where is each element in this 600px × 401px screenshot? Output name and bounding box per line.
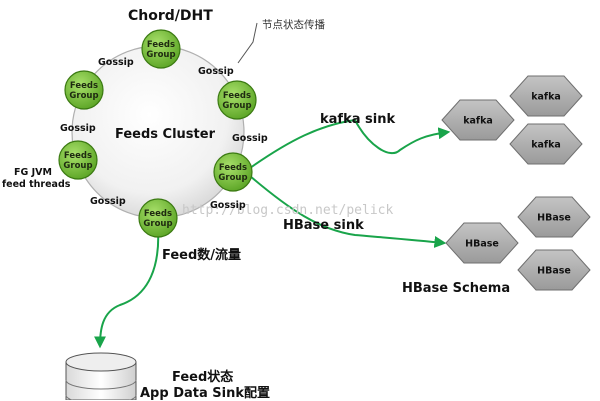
feed-metric-label: Feed数/流量 [162,248,242,263]
diagram-title: Chord/DHT [128,8,213,24]
cluster-label: Feeds Cluster [115,127,215,142]
kafka-cluster: kafka kafka kafka [441,75,583,165]
kafka-hexagon [509,123,583,165]
kafka-sink-label: kafka sink [320,112,396,127]
feeds-group-label-line2: Group [218,173,247,183]
feeds-group-label-line1: Feeds [147,40,175,50]
gossip-label-bottom-right: Gossip [210,200,246,211]
kafka-label: kafka [531,140,561,151]
hbase-hexagon [517,196,591,238]
feeds-group-circle [138,198,178,238]
storage-label-line1: Feed状态 [172,370,234,385]
storage-arrow [94,227,160,349]
hbase-sink-arrow [249,175,447,248]
kafka-label: kafka [463,116,493,127]
hbase-node: HBase [445,222,519,264]
feeds-group-label-line1: Feeds [219,163,247,173]
feeds-group-label-line2: Group [222,101,251,111]
feeds-group-label-line2: Group [69,91,98,101]
callout-line [237,22,258,64]
hbase-node: HBase [517,249,591,291]
hbase-label: HBase [465,239,499,250]
storage-label-line2: App Data Sink配置 [140,386,270,401]
feeds-group-label-line1: Feeds [70,81,98,91]
hbase-label: HBase [537,266,571,277]
watermark-text: http://blog.csdn.net/pelick [182,203,393,218]
fg-jvm-label: FG JVM [14,167,52,178]
feeds-group-circle [141,29,181,69]
kafka-hexagon [441,99,515,141]
feeds-group-label-line1: Feeds [223,91,251,101]
feeds-group-circle [58,140,98,180]
propagation-note: 节点状态传播 [262,19,325,31]
feed-threads-label: feed threads [2,179,71,190]
feeds-group-label-line2: Group [143,219,172,229]
kafka-node: kafka [509,123,583,165]
feeds-group-circle [217,80,257,120]
gossip-label-top: Gossip [98,57,134,68]
hbase-sink-label: HBase sink [283,218,364,233]
hbase-label: HBase [537,213,571,224]
feeds-group-label-line2: Group [63,161,92,171]
kafka-node: kafka [509,75,583,117]
kafka-sink-arrow [249,118,451,169]
hbase-hexagon [517,249,591,291]
feeds-group-label-line2: Group [146,50,175,60]
gossip-label-left: Gossip [60,123,96,134]
hbase-hexagon [445,222,519,264]
kafka-node: kafka [441,99,515,141]
feeds-group-circle [64,70,104,110]
feeds-group-label-line1: Feeds [144,209,172,219]
kafka-label: kafka [531,92,561,103]
gossip-label-top-right: Gossip [198,66,234,77]
kafka-hexagon [509,75,583,117]
gossip-label-right: Gossip [232,133,268,144]
feeds-group-circle [213,152,253,192]
hbase-node: HBase [517,196,591,238]
storage-cylinder [65,352,137,400]
feeds-group-label-line1: Feeds [64,151,92,161]
hbase-schema-label: HBase Schema [402,281,511,296]
gossip-label-bottom-left: Gossip [90,196,126,207]
